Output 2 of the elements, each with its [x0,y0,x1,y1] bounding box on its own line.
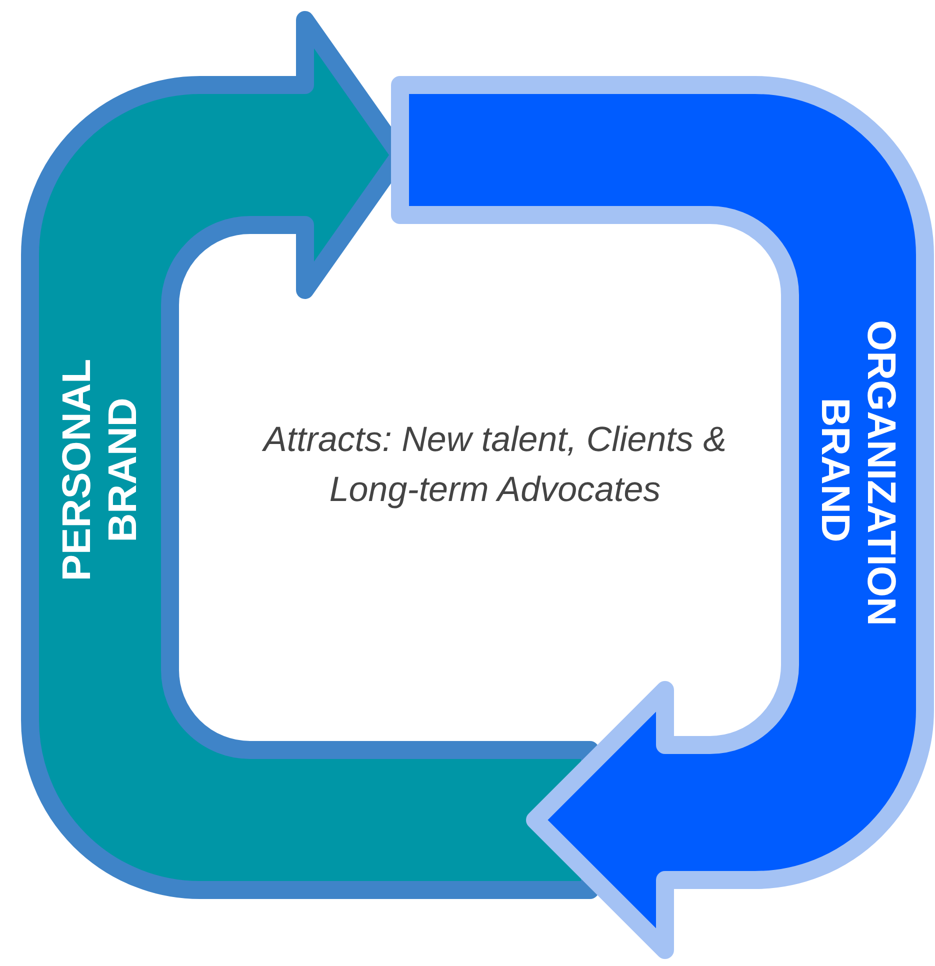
center-text: Attracts: New talent, Clients & Long-term Advocates [260,419,728,511]
arrow-label: PERSONAL BRAND [54,358,146,584]
